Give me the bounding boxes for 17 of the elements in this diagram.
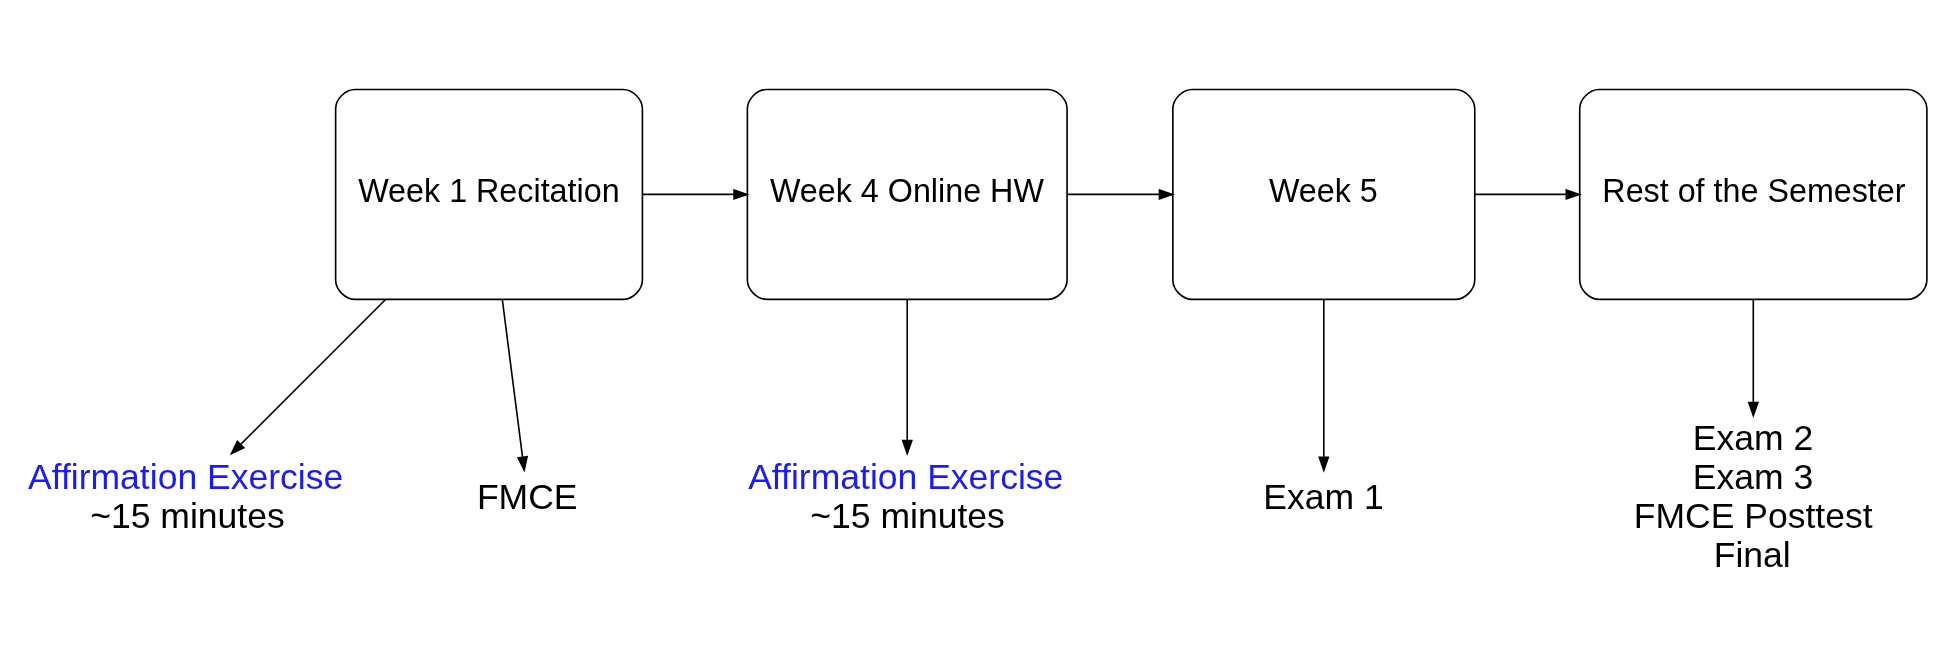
arrow	[501, 298, 529, 473]
node-box: Rest of the Semester	[1578, 88, 1928, 300]
arrow	[1747, 298, 1759, 418]
node-box: Week 5	[1172, 88, 1476, 300]
node-text: Affirmation Exercise ~15 minutes	[28, 456, 344, 536]
arrow	[1318, 298, 1330, 473]
node-box: Week 4 Online HW	[746, 88, 1068, 300]
node-text: Affirmation Exercise ~15 minutes	[748, 456, 1064, 536]
arrow	[1474, 188, 1582, 200]
node-text: FMCE	[476, 476, 578, 517]
arrow	[901, 298, 913, 456]
arrow	[1066, 188, 1175, 200]
arrow	[229, 298, 387, 455]
node-text: Exam 1	[1263, 476, 1384, 517]
arrow	[641, 188, 750, 200]
node-text: Exam 2 Exam 3 FMCE Posttest Final	[1633, 417, 1873, 575]
node-box: Week 1 Recitation	[334, 88, 644, 300]
